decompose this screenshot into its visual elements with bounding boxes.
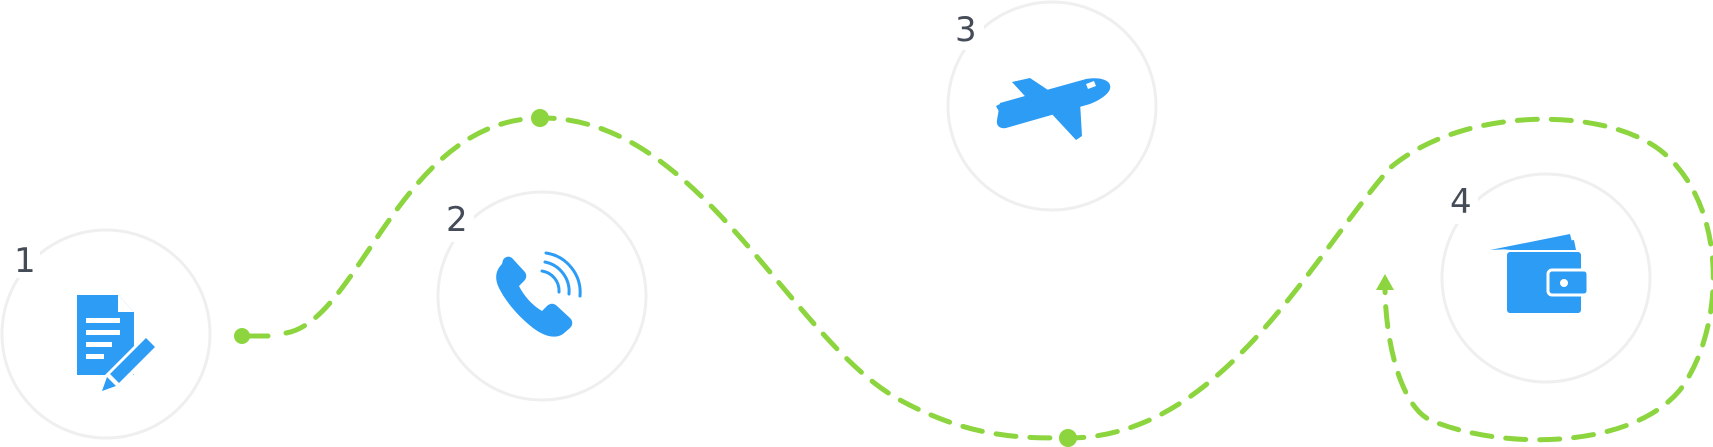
step-3: 3 bbox=[946, 0, 1158, 212]
document-edit-icon bbox=[77, 295, 162, 391]
step-3-ring bbox=[946, 0, 1158, 212]
step-2-ring bbox=[436, 190, 648, 402]
path-node-dot-2 bbox=[1059, 429, 1077, 447]
step-4-ring bbox=[1440, 172, 1652, 384]
step-1-ring bbox=[0, 228, 212, 440]
wallet-icon bbox=[1490, 234, 1590, 313]
connector-path bbox=[234, 109, 1713, 447]
step-4: 4 bbox=[1440, 172, 1652, 384]
step-3-number: 3 bbox=[955, 10, 977, 50]
step-2-number: 2 bbox=[446, 200, 468, 240]
step-2: 2 bbox=[436, 190, 648, 402]
path-start-dot bbox=[234, 328, 250, 344]
path-end-arrow-icon bbox=[1376, 274, 1394, 290]
dashed-path bbox=[283, 115, 1713, 443]
phone-call-icon bbox=[496, 251, 582, 337]
step-1: 1 bbox=[0, 228, 212, 440]
step-4-number: 4 bbox=[1450, 182, 1472, 222]
step-1-number: 1 bbox=[14, 241, 36, 281]
path-node-dot-1 bbox=[531, 109, 549, 127]
airplane-icon bbox=[996, 78, 1111, 140]
